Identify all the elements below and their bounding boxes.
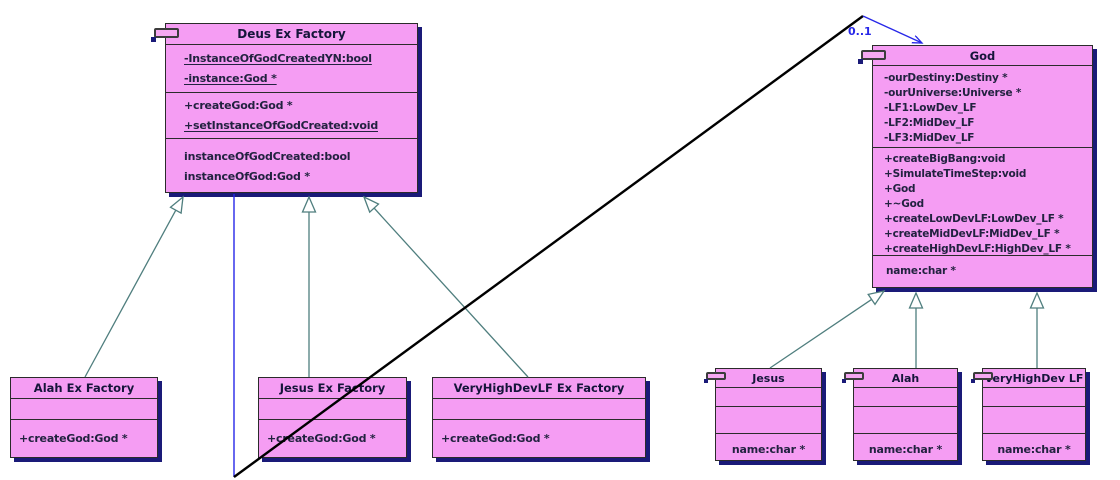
class-icon bbox=[151, 28, 179, 42]
class-deus-ex-factory[interactable]: Deus Ex Factory -InstanceOfGodCreatedYN:… bbox=[151, 23, 418, 193]
class-attribute: -LF1:LowDev_LF bbox=[884, 102, 977, 114]
inheritance-edge-jesus-factory-to-deus[interactable] bbox=[301, 195, 317, 377]
class-icon bbox=[704, 372, 726, 383]
class-method: +createBigBang:void bbox=[884, 153, 1006, 165]
class-method: +createGod:God * bbox=[19, 432, 128, 445]
class-veryhighdevlf-ex-factory[interactable]: VeryHighDevLF Ex Factory +createGod:God … bbox=[432, 377, 646, 458]
class-property: instanceOfGod:God * bbox=[184, 170, 310, 183]
class-jesus-ex-factory[interactable]: Jesus Ex Factory +createGod:God * bbox=[258, 377, 407, 458]
class-method: +~God bbox=[884, 198, 924, 210]
class-method: +createGod:God * bbox=[441, 432, 550, 445]
class-method: +createGod:God * bbox=[184, 99, 293, 112]
class-title: Alah bbox=[854, 369, 957, 388]
class-title: God bbox=[873, 46, 1092, 66]
class-icon bbox=[842, 372, 864, 383]
class-attribute: -instance:God * bbox=[184, 72, 277, 85]
class-property: name:char * bbox=[886, 265, 956, 277]
inheritance-edge-alah-factory-to-deus[interactable] bbox=[84, 195, 184, 378]
class-icon bbox=[971, 372, 993, 383]
inheritance-edge-veryhighdev-factory-to-deus[interactable] bbox=[362, 195, 529, 378]
class-veryhighdev-lf[interactable]: VeryHighDev LF name:char * bbox=[971, 368, 1086, 461]
class-alah-ex-factory[interactable]: Alah Ex Factory +createGod:God * bbox=[10, 377, 158, 458]
class-title: VeryHighDevLF Ex Factory bbox=[433, 378, 645, 399]
inheritance-edge-veryhighdev-to-god[interactable] bbox=[1029, 291, 1045, 368]
class-title: Deus Ex Factory bbox=[166, 24, 417, 45]
class-method: +createLowDevLF:LowDev_LF * bbox=[884, 213, 1064, 225]
class-title: Alah Ex Factory bbox=[11, 378, 157, 399]
class-method: +createGod:God * bbox=[267, 432, 376, 445]
inheritance-edge-jesus-to-god[interactable] bbox=[769, 290, 886, 369]
class-icon bbox=[858, 50, 886, 64]
class-property: instanceOfGodCreated:bool bbox=[184, 150, 351, 163]
class-attribute: -InstanceOfGodCreatedYN:bool bbox=[184, 52, 372, 65]
class-title: Jesus bbox=[716, 369, 821, 388]
class-jesus[interactable]: Jesus name:char * bbox=[704, 368, 822, 461]
class-method: +God bbox=[884, 183, 916, 195]
class-property: name:char * bbox=[731, 443, 806, 456]
class-attribute: -LF2:MidDev_LF bbox=[884, 117, 975, 129]
class-property: name:char * bbox=[868, 443, 943, 456]
inheritance-edge-alah-to-god[interactable] bbox=[908, 291, 924, 368]
class-god[interactable]: God -ourDestiny:Destiny * -ourUniverse:U… bbox=[858, 45, 1093, 288]
class-title: Jesus Ex Factory bbox=[259, 378, 406, 399]
class-alah[interactable]: Alah name:char * bbox=[842, 368, 958, 461]
class-method: +setInstanceOfGodCreated:void bbox=[184, 119, 378, 132]
class-method: +createMidDevLF:MidDev_LF * bbox=[884, 228, 1060, 240]
class-method: +SimulateTimeStep:void bbox=[884, 168, 1027, 180]
multiplicity-label: 0..1 bbox=[848, 25, 872, 38]
class-attribute: -ourUniverse:Universe * bbox=[884, 87, 1022, 99]
class-attribute: -LF3:MidDev_LF bbox=[884, 132, 975, 144]
class-property: name:char * bbox=[997, 443, 1071, 456]
class-attribute: -ourDestiny:Destiny * bbox=[884, 72, 1008, 84]
class-method: +createHighDevLF:HighDev_LF * bbox=[884, 243, 1071, 255]
class-title: VeryHighDev LF bbox=[983, 369, 1085, 388]
